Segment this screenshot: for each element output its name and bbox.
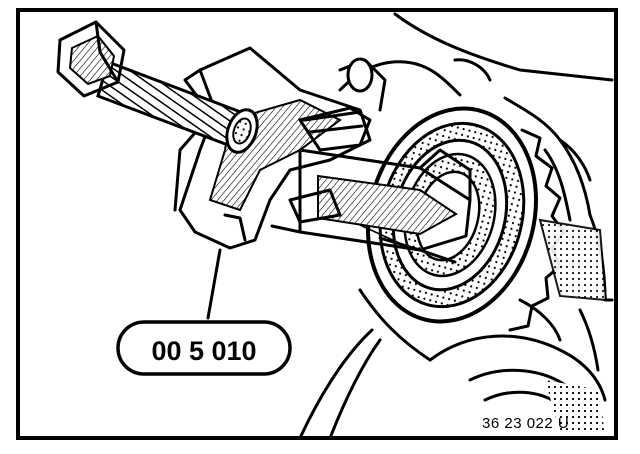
figure-reference: 36 23 022 U xyxy=(482,415,569,432)
leader-line xyxy=(206,248,222,320)
tool-number-label: 00 5 010 xyxy=(151,336,256,366)
housing xyxy=(298,12,614,440)
tool-callout: 00 5 010 xyxy=(116,320,292,376)
spindle-screw xyxy=(56,20,259,154)
